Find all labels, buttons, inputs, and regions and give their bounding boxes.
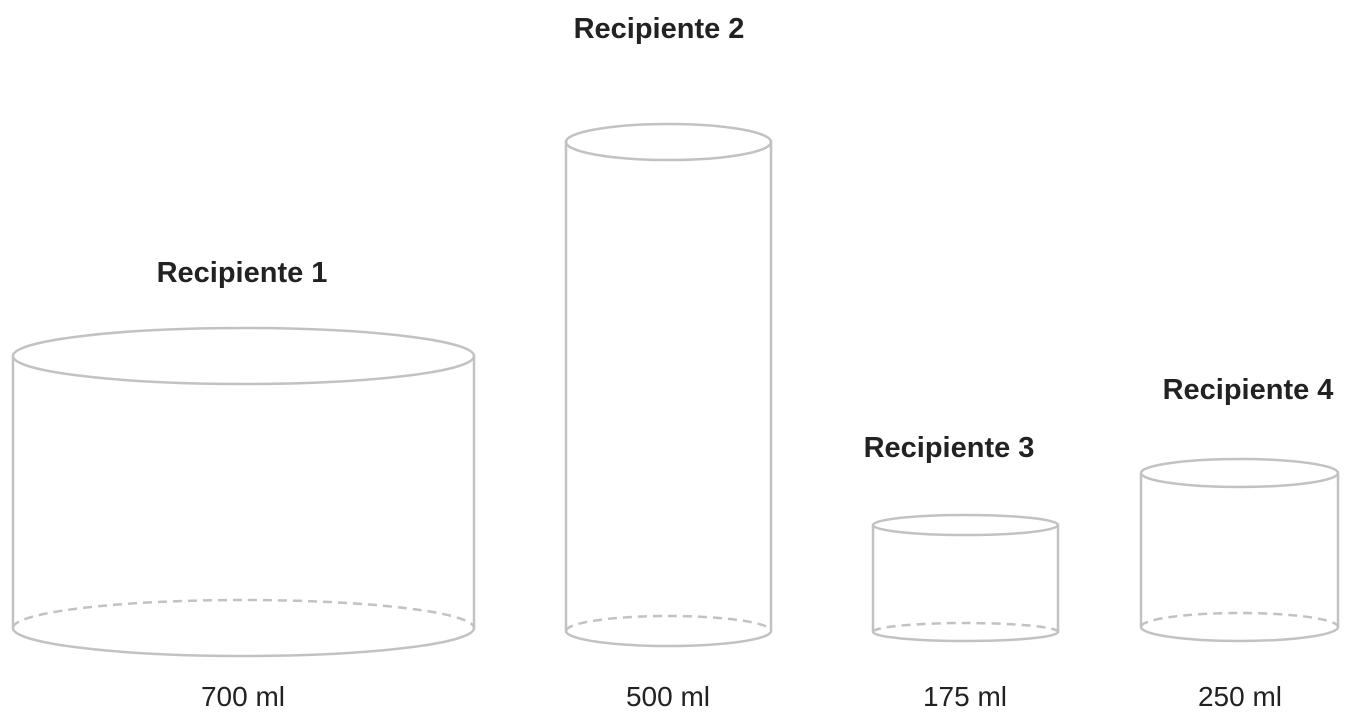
container-3-cylinder [871,513,1060,643]
container-1-title: Recipiente 1 [157,257,328,289]
container-4-hidden-base-edge [1139,611,1340,628]
container-1-top-rim [11,326,476,386]
container-3-volume: 175 ml [923,681,1007,712]
container-1: Recipiente 1 700 ml [11,257,476,712]
container-2-volume: 500 ml [626,681,710,712]
container-4-volume: 250 ml [1198,681,1282,712]
container-1-base-edge [11,627,476,658]
container-1-cylinder [11,326,476,658]
container-1-volume: 700 ml [201,681,285,712]
container-4-base-edge [1139,626,1340,643]
container-3-title: Recipiente 3 [864,432,1035,464]
container-4-cylinder [1139,457,1340,643]
container-2-title: Recipiente 2 [574,13,745,45]
container-2-hidden-base-edge [564,614,773,632]
container-2-cylinder [564,122,773,648]
container-3-hidden-base-edge [871,621,1060,633]
container-2: Recipiente 2 500 ml [564,13,773,712]
container-1-hidden-base-edge [11,598,476,629]
container-2-top-rim [564,122,773,162]
container-3-base-edge [871,631,1060,643]
container-4-title: Recipiente 4 [1163,374,1334,406]
container-3: Recipiente 3 175 ml [864,432,1060,712]
container-2-base-edge [564,630,773,648]
container-3-top-rim [871,513,1060,537]
container-4: Recipiente 4 250 ml [1139,374,1340,712]
container-4-top-rim [1139,457,1340,489]
